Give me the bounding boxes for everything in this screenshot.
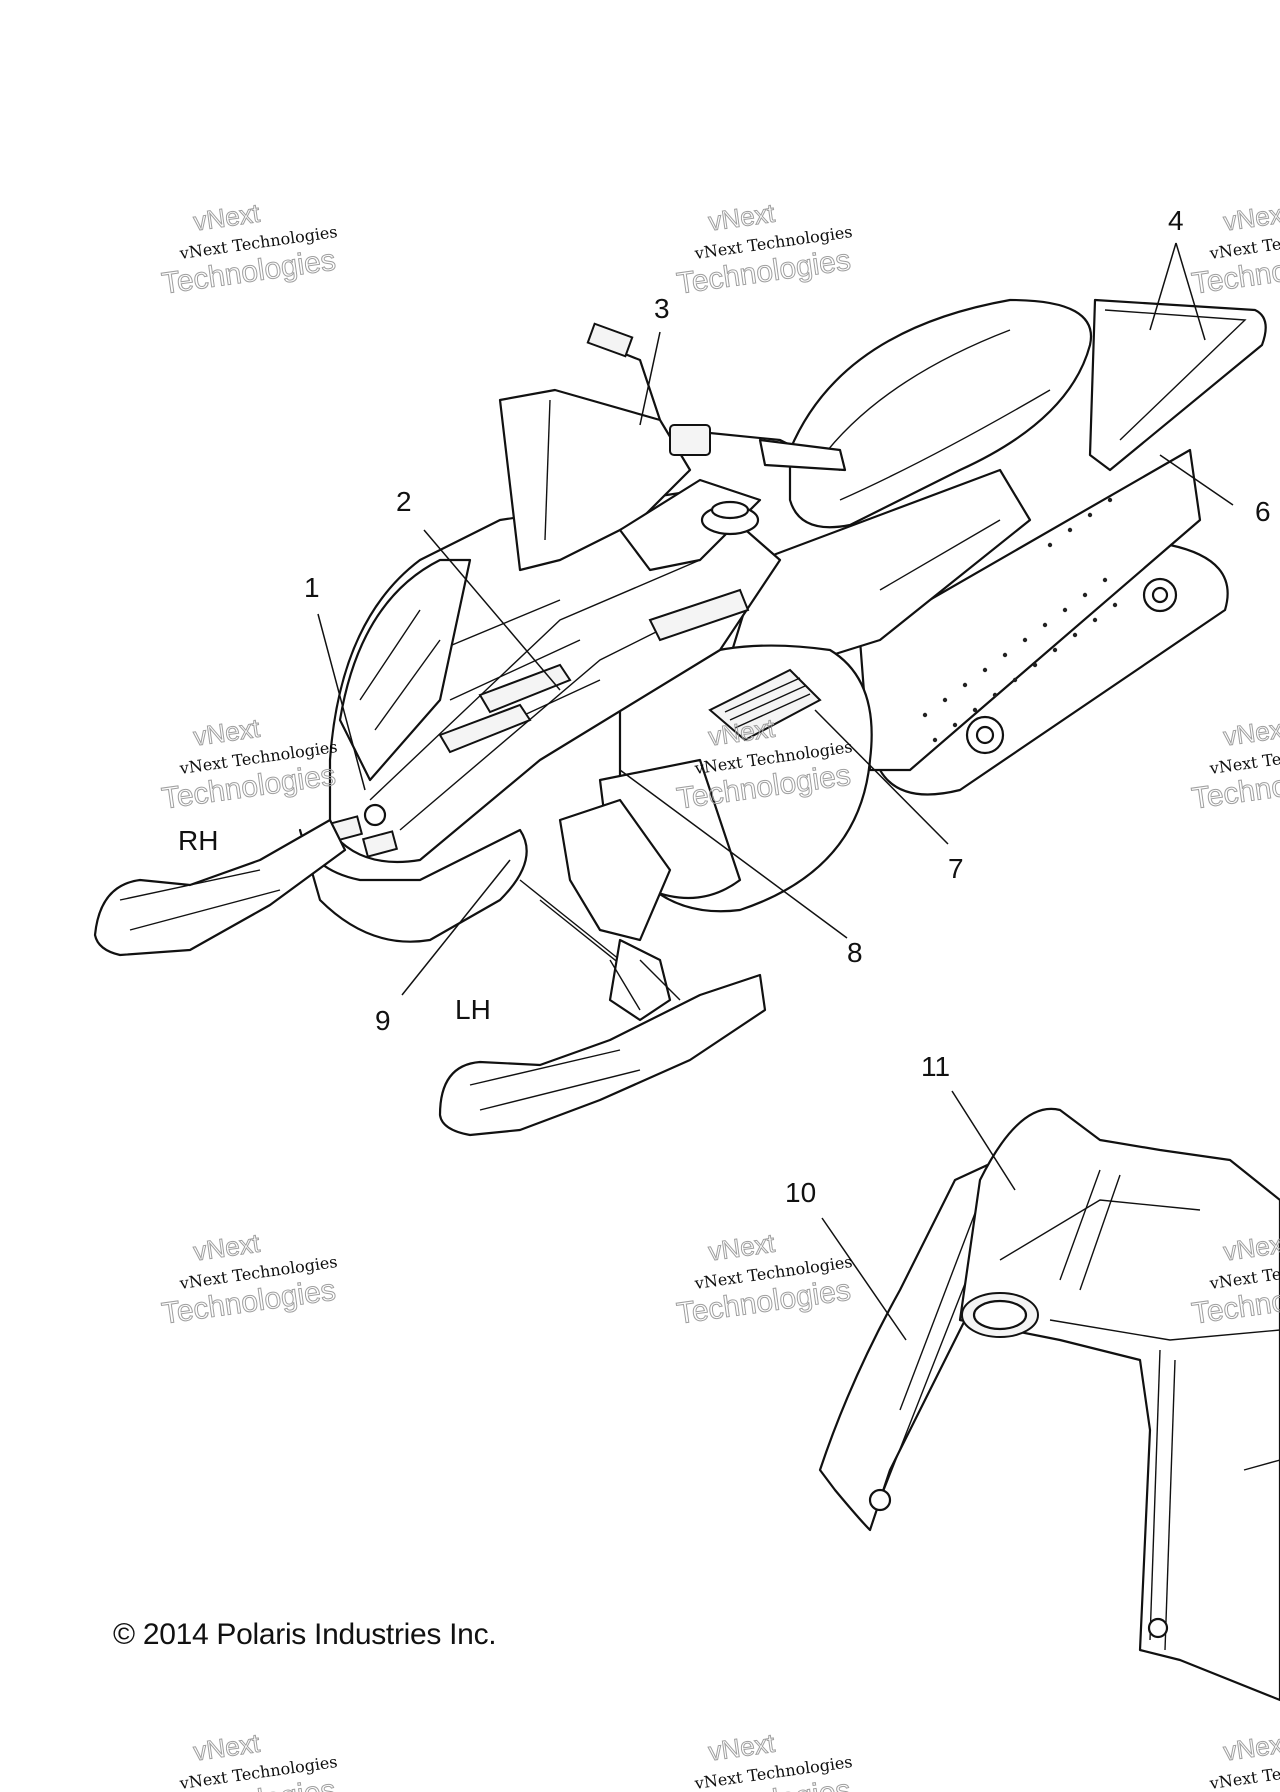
watermark: vNext vNext Technologies Technologies bbox=[159, 1727, 338, 1792]
watermark: vNext vNext Technologies Technologies bbox=[674, 197, 853, 301]
side-panel-drawing bbox=[818, 1107, 1280, 1702]
watermark: vNext vNext Technologies Technologies bbox=[1189, 1727, 1280, 1792]
watermark: vNext vNext Technologies Technologies bbox=[159, 712, 338, 816]
callout-1: 1 bbox=[304, 572, 320, 603]
callout-9: 9 bbox=[375, 1005, 391, 1036]
svg-text:vNext: vNext bbox=[192, 198, 263, 237]
callout-3: 3 bbox=[654, 293, 670, 324]
svg-text:vNext: vNext bbox=[192, 1728, 263, 1767]
label-rh: RH bbox=[178, 825, 218, 856]
callout-7: 7 bbox=[948, 853, 964, 884]
watermark: vNext vNext Technologies Technologies bbox=[674, 1227, 853, 1331]
copyright-notice: © 2014 Polaris Industries Inc. bbox=[113, 1618, 497, 1651]
callout-2: 2 bbox=[396, 486, 412, 517]
svg-text:vNext: vNext bbox=[1222, 198, 1280, 237]
svg-text:vNext: vNext bbox=[192, 713, 263, 752]
callout-6: 6 bbox=[1255, 496, 1271, 527]
watermark: vNext vNext Technologies Technologies bbox=[1189, 197, 1280, 301]
tunnel-dots bbox=[922, 497, 1118, 743]
callout-11: 11 bbox=[921, 1051, 950, 1082]
label-lh: LH bbox=[455, 994, 491, 1025]
callout-4: 4 bbox=[1168, 205, 1184, 236]
watermark: vNext vNext Technologies Technologies bbox=[159, 1227, 338, 1331]
svg-text:vNext: vNext bbox=[192, 1228, 263, 1267]
watermark: vNext vNext Technologies Technologies bbox=[674, 1727, 853, 1792]
svg-text:vNext: vNext bbox=[707, 198, 778, 237]
svg-text:vNext: vNext bbox=[707, 1728, 778, 1767]
callouts: 1 2 3 4 6 7 8 9 10 11 RH LH bbox=[178, 205, 1271, 1208]
callout-8: 8 bbox=[847, 937, 863, 968]
watermark: vNext vNext Technologies Technologies bbox=[159, 197, 338, 301]
svg-text:vNext: vNext bbox=[1222, 713, 1280, 752]
svg-text:vNext: vNext bbox=[707, 1228, 778, 1267]
watermark: vNext vNext Technologies Technologies bbox=[1189, 712, 1280, 816]
svg-text:vNext: vNext bbox=[1222, 1728, 1280, 1767]
leader-lines bbox=[317, 242, 1234, 1341]
snowmobile-drawing bbox=[93, 298, 1267, 1137]
callout-10: 10 bbox=[785, 1177, 816, 1208]
